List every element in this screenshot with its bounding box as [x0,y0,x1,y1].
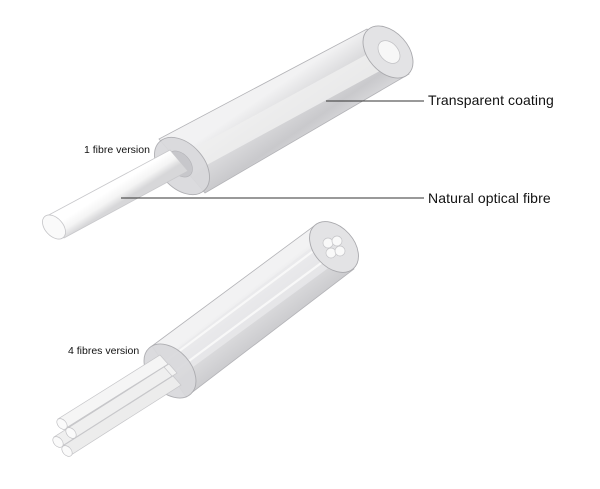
inner-fibre-core [167,45,398,179]
fibre-far-end [377,40,401,64]
inner-fibre-core [163,238,342,378]
natural-optical-fibres [52,354,182,457]
transparent-coating-label: Transparent coating [428,92,554,108]
four-fibre-cable [52,221,359,457]
one-fibre-version-label: 1 fibre version [84,144,150,156]
inner-fibre-line [173,251,337,373]
four-fibres-version-label: 4 fibres version [68,345,140,357]
inner-fibre-line [165,239,329,362]
fibre-far-ends [322,235,346,259]
one-fibre-cable [42,25,414,240]
natural-optical-fibre-label: Natural optical fibre [428,190,551,206]
coating-far-end [309,221,359,273]
natural-optical-fibre [44,149,189,239]
fibre-tip [42,214,66,240]
